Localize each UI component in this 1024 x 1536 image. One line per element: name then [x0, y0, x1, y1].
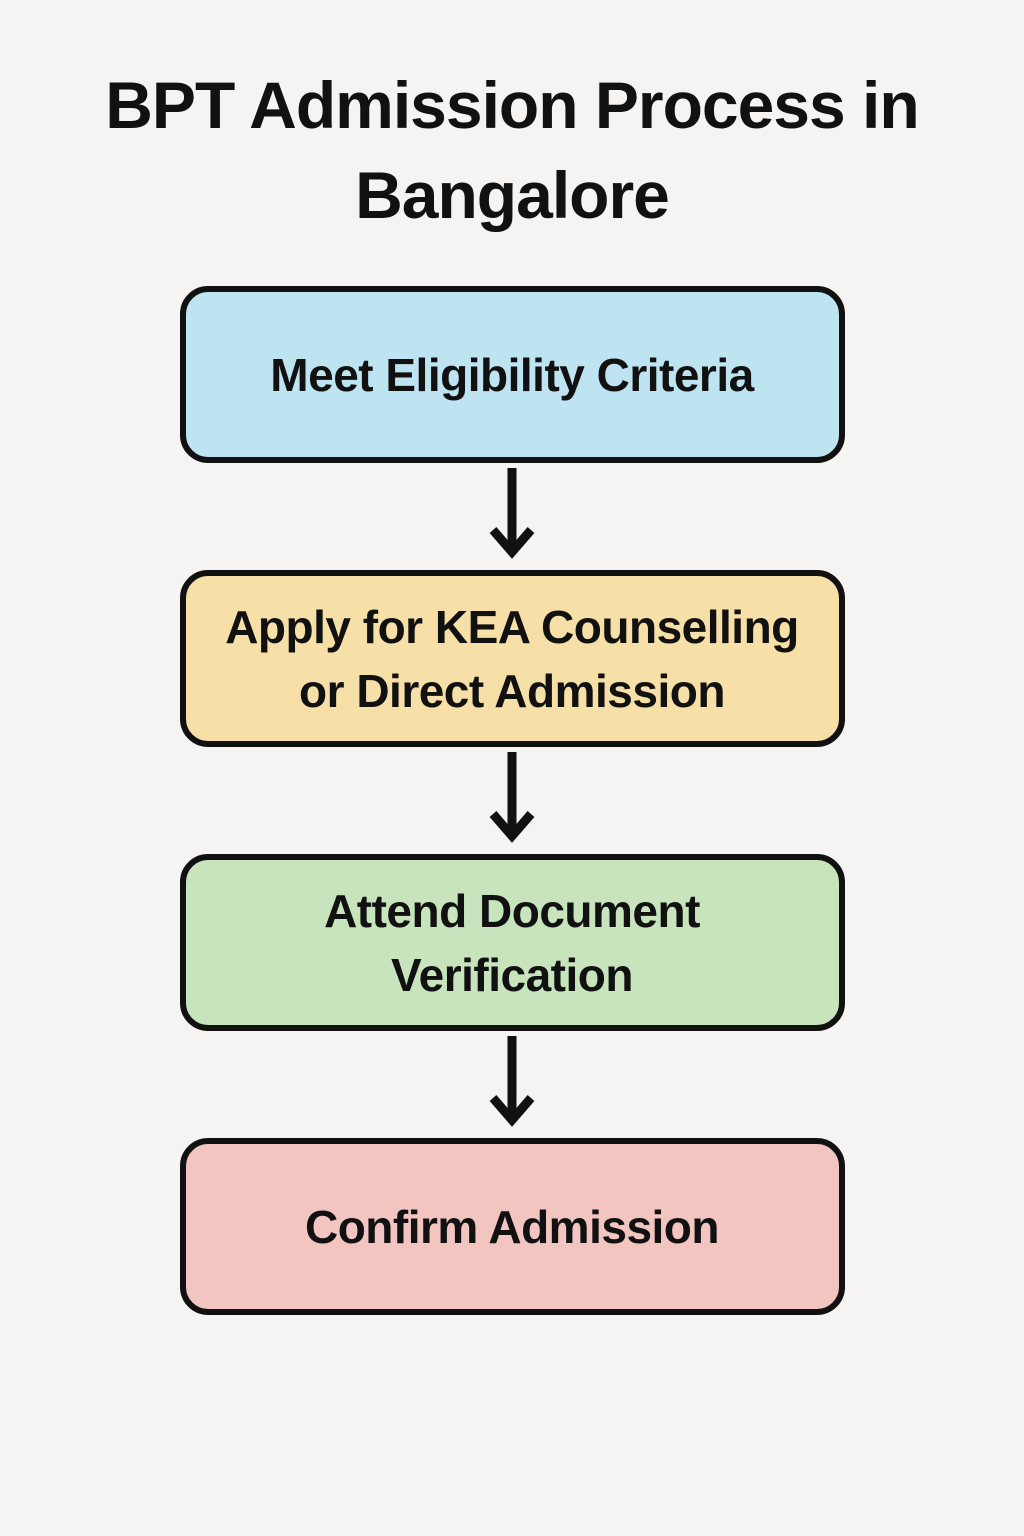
- flow-node-confirm-admission: Confirm Admission: [179, 1138, 845, 1315]
- down-arrow-icon: [489, 752, 535, 843]
- down-arrow-icon: [489, 1036, 535, 1127]
- page-title: BPT Admission Process in Bangalore: [105, 68, 919, 232]
- flow-node-label: Meet Eligibility Criteria: [270, 348, 754, 401]
- flow-node-meet-eligibility-criteria: Meet Eligibility Criteria: [179, 286, 845, 463]
- flow-node-label: Confirm Admission: [304, 1200, 720, 1253]
- flowchart: Meet Eligibility Criteria Apply for KEA …: [179, 286, 845, 1315]
- down-arrow-icon: [489, 468, 535, 559]
